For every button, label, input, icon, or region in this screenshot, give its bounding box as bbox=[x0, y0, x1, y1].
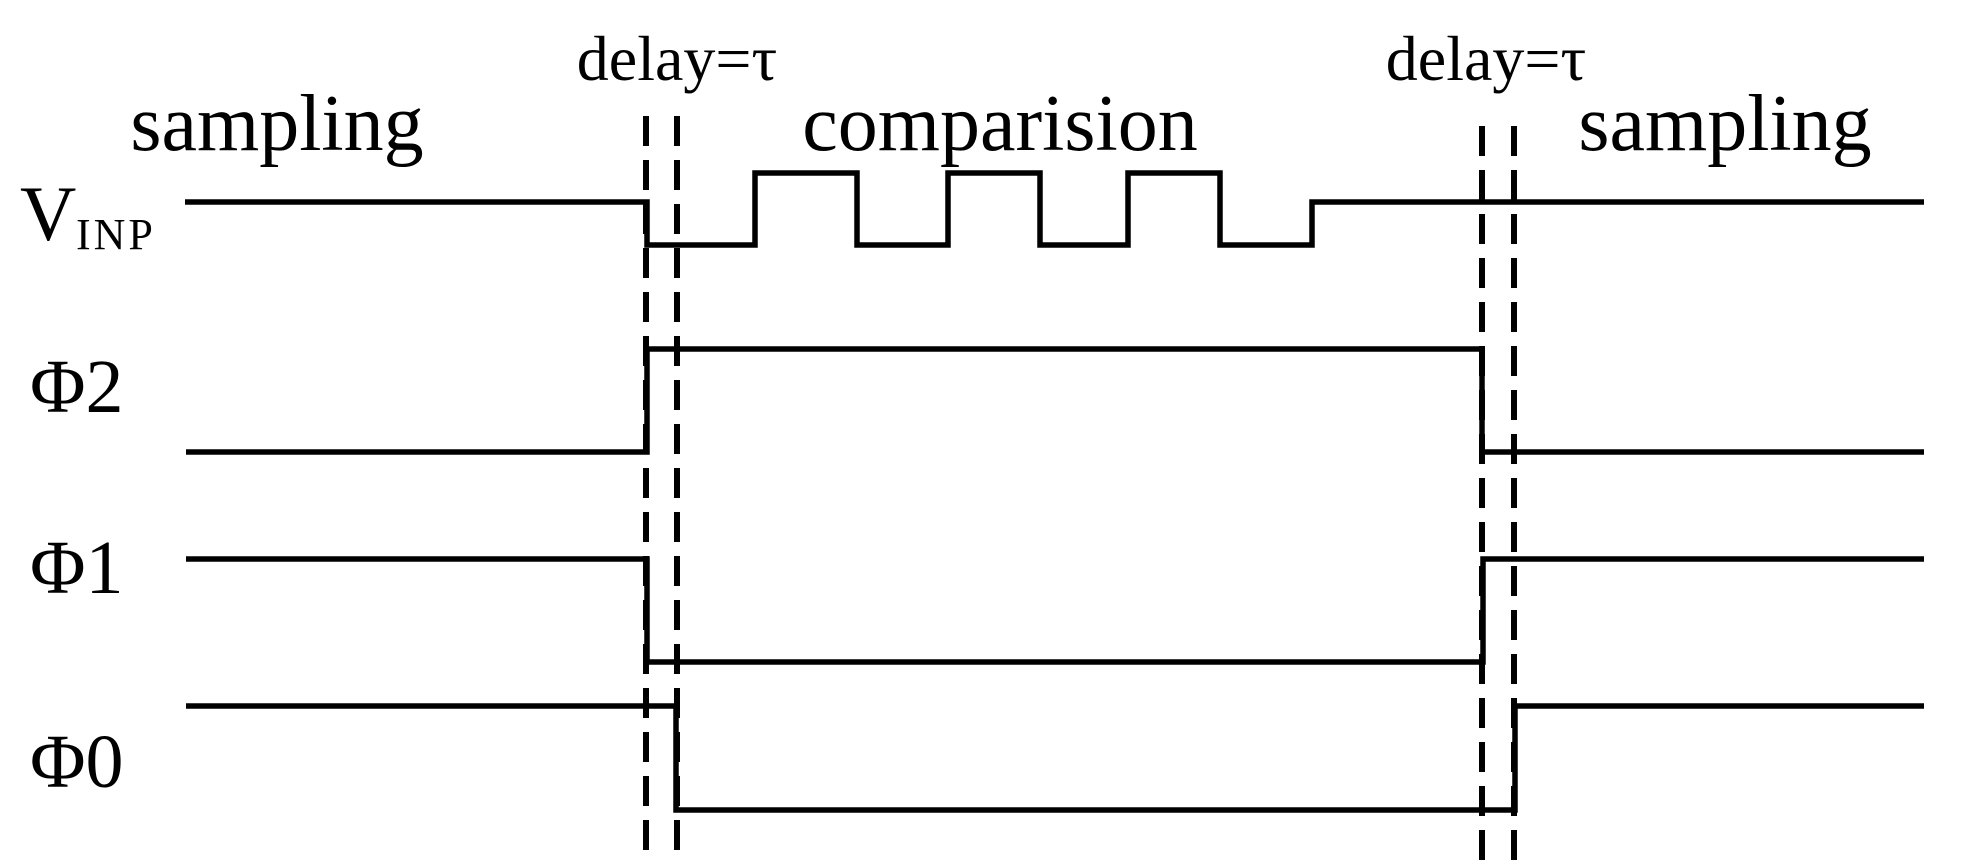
delay-marker-lines bbox=[643, 116, 1517, 862]
signal-label-phi2: Φ2 bbox=[30, 345, 124, 429]
delay-label-right: delay=τ bbox=[1386, 23, 1586, 94]
waveform-phi2 bbox=[186, 346, 1924, 455]
phase-label-comparison: comparision bbox=[802, 80, 1197, 168]
phase-label-sampling-left: sampling bbox=[130, 80, 423, 168]
waveform-phi0 bbox=[186, 703, 1924, 813]
signal-label-phi1: Φ1 bbox=[30, 526, 124, 610]
phase-label-sampling-right: sampling bbox=[1578, 80, 1871, 168]
delay-label-left: delay=τ bbox=[577, 23, 777, 94]
waveform-v_inp bbox=[185, 170, 1924, 248]
waveform-paths bbox=[185, 170, 1924, 813]
signal-label-vinp-subscript: INP bbox=[76, 210, 156, 259]
signal-label-phi0: Φ0 bbox=[30, 720, 124, 804]
waveform-phi1 bbox=[186, 556, 1924, 665]
signal-label-vinp: V bbox=[20, 170, 76, 257]
